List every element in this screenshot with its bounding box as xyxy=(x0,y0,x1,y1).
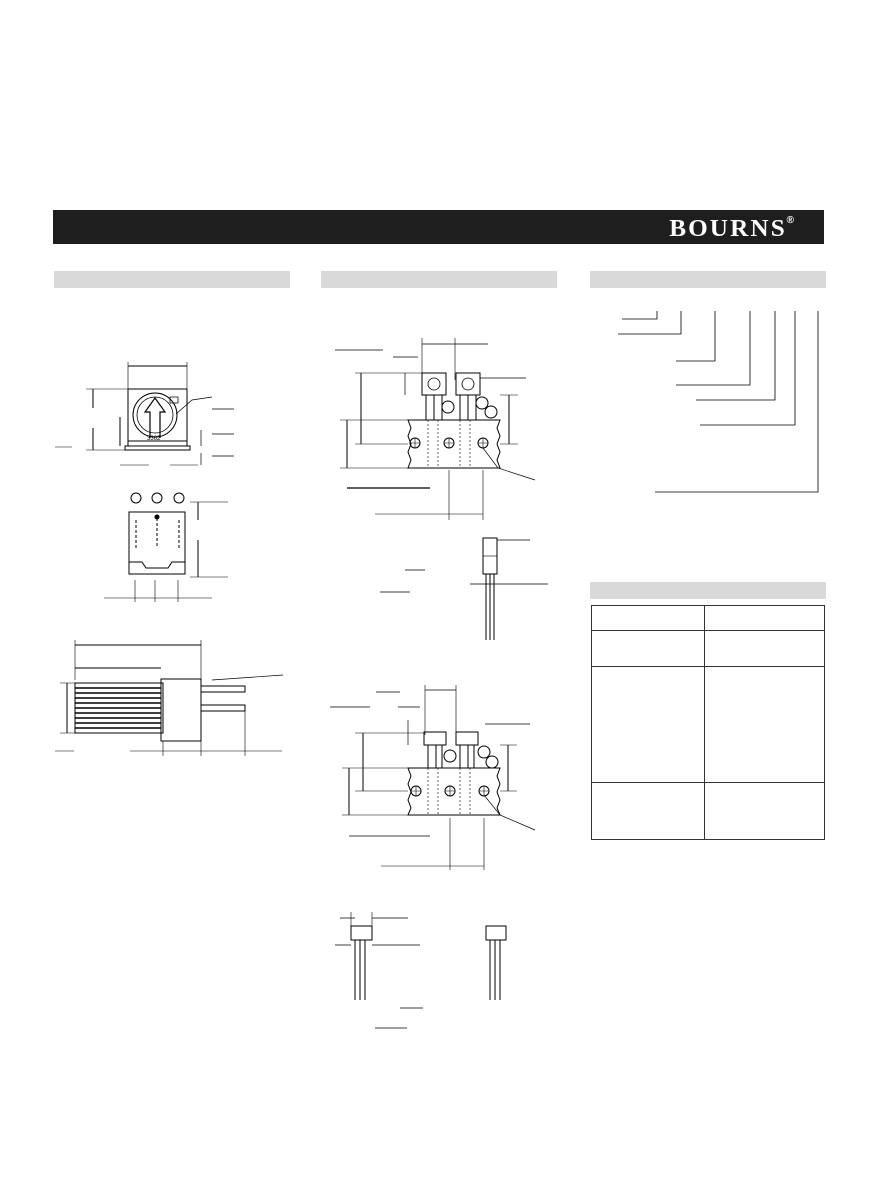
packaging-top-drawing xyxy=(335,338,536,520)
spec-table-row-line xyxy=(592,782,824,783)
packaging-profile-1 xyxy=(380,537,548,640)
packaging-bottom-drawing xyxy=(330,685,536,870)
brand-logo: BOURNS xyxy=(669,216,787,242)
header-bar: BOURNS ® xyxy=(53,210,824,244)
how-to-order-diagram xyxy=(618,311,819,493)
pin-view-drawing xyxy=(104,492,228,602)
front-view-drawing: 3362 xyxy=(55,362,234,466)
section-bar-product-dimensions xyxy=(54,271,290,288)
registered-mark: ® xyxy=(786,215,794,226)
packaging-profile-3 xyxy=(485,925,507,1000)
section-bar-how-to-order xyxy=(590,271,826,288)
spec-table-divider xyxy=(704,606,705,839)
marking-3362: 3362 xyxy=(147,436,161,442)
section-bar-specifications xyxy=(590,582,826,599)
side-view-drawing xyxy=(55,640,284,756)
section-bar-packaging xyxy=(321,271,557,288)
spec-table xyxy=(591,605,825,840)
spec-table-row-line xyxy=(592,630,824,631)
packaging-profile-2 xyxy=(335,912,423,1029)
spec-table-row-line xyxy=(592,666,824,667)
